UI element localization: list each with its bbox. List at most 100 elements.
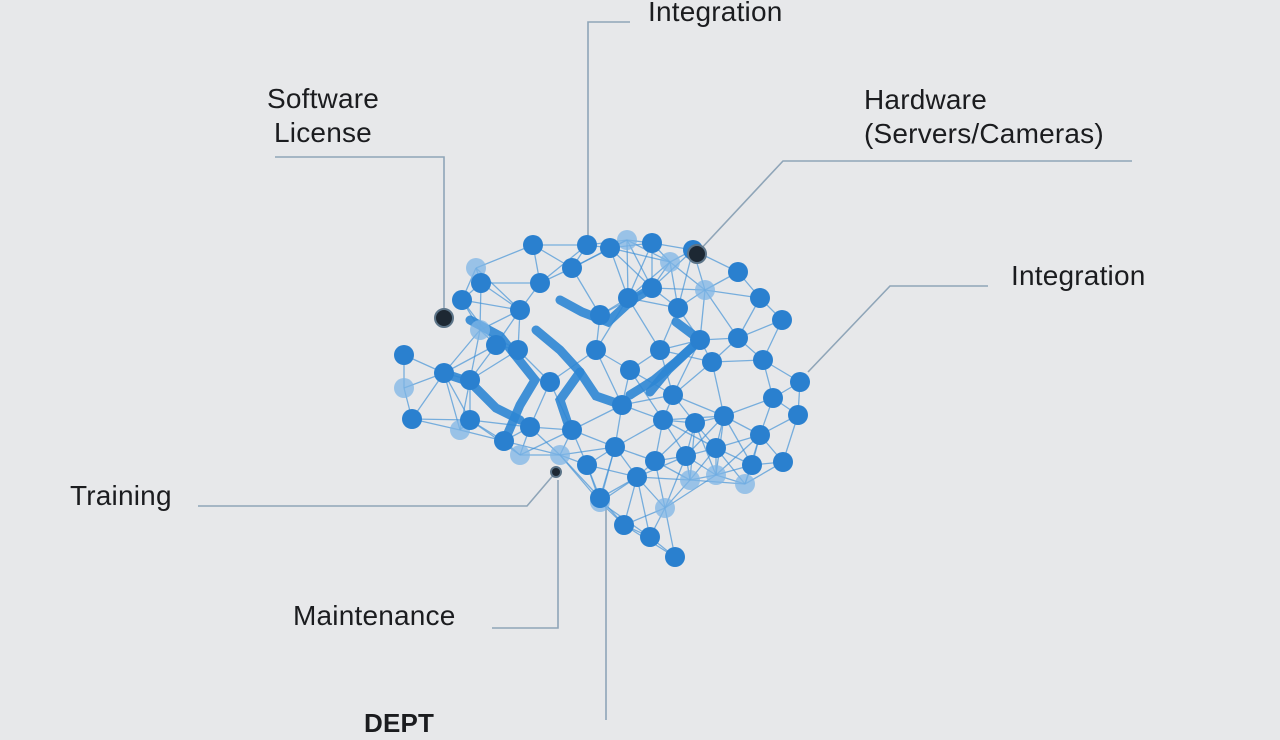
label-maintenance: Maintenance [293, 600, 456, 631]
leader-maintenance [492, 480, 559, 629]
network-node-soft [695, 280, 715, 300]
network-branch [435, 367, 525, 425]
network-node [434, 363, 454, 383]
network-node [663, 385, 683, 405]
network-node [753, 350, 773, 370]
network-node [772, 310, 792, 330]
network-node [486, 335, 506, 355]
network-node-soft [394, 378, 414, 398]
network-node-soft [735, 474, 755, 494]
network-node [562, 258, 582, 278]
network-node-soft [550, 445, 570, 465]
leader-integration-right [807, 285, 988, 373]
network-node [750, 288, 770, 308]
network-node [452, 290, 472, 310]
network-node [586, 340, 606, 360]
network-node [394, 345, 414, 365]
network-node [510, 300, 530, 320]
leader-software-license [275, 156, 445, 316]
network-node-soft [510, 445, 530, 465]
network-node [788, 405, 808, 425]
network-node [612, 395, 632, 415]
network-node [523, 235, 543, 255]
network-node-soft [655, 498, 675, 518]
label-integration-top: Integration [648, 0, 783, 27]
network-node [676, 446, 696, 466]
network-node-soft [680, 470, 700, 490]
pin-software-license [434, 308, 454, 328]
label-hardware: Hardware (Servers/Cameras) [864, 84, 1104, 149]
network-edge [595, 349, 623, 406]
network-edge [609, 247, 671, 263]
leader-training [198, 471, 557, 507]
network-node [600, 238, 620, 258]
network-branch [555, 367, 585, 435]
network-node-soft [470, 320, 490, 340]
network-node [685, 413, 705, 433]
network-node [750, 425, 770, 445]
leader-hardware [697, 160, 1132, 253]
network-node [653, 410, 673, 430]
network-node [562, 420, 582, 440]
network-edge [664, 474, 717, 509]
network-node [402, 409, 422, 429]
pin-hardware [687, 244, 707, 264]
network-node [590, 488, 610, 508]
label-integration-right: Integration [1011, 260, 1146, 291]
leader-lines [198, 21, 1132, 720]
network-node [728, 262, 748, 282]
network-node [605, 437, 625, 457]
network-node [460, 370, 480, 390]
network-edge [469, 419, 531, 428]
network-branch [555, 283, 657, 328]
network-node [471, 273, 491, 293]
network-node [577, 235, 597, 255]
network-node [640, 527, 660, 547]
network-node [620, 360, 640, 380]
network-node [627, 467, 647, 487]
network-edge [636, 476, 651, 538]
network-node [665, 547, 685, 567]
network-node-soft [706, 465, 726, 485]
network-node [728, 328, 748, 348]
network-node [702, 352, 722, 372]
network-node [706, 438, 726, 458]
network-edge [627, 242, 653, 299]
network-node [668, 298, 688, 318]
network-node [508, 340, 528, 360]
network-node [614, 515, 634, 535]
network-node [645, 451, 665, 471]
network-branch [531, 325, 627, 410]
ai-cost-diagram [198, 21, 1132, 720]
network-node [530, 273, 550, 293]
network-node [790, 372, 810, 392]
network-node [642, 233, 662, 253]
network-node [618, 288, 638, 308]
network-node [494, 431, 514, 451]
network-node-soft [660, 252, 680, 272]
network-node [520, 417, 540, 437]
network-node [773, 452, 793, 472]
network-node [690, 330, 710, 350]
network-node [460, 410, 480, 430]
label-training: Training [70, 480, 172, 511]
network-node [650, 340, 670, 360]
network-node-soft [617, 230, 637, 250]
label-bottom-partial: DEPT [364, 708, 435, 738]
network-edge [627, 297, 661, 351]
leader-integration-top [587, 21, 630, 240]
connector-pins [434, 244, 707, 478]
network-node [763, 388, 783, 408]
pin-training [550, 466, 562, 478]
network-branch [465, 315, 541, 445]
label-software-license: Software License [266, 83, 380, 148]
brain-network-icon [394, 230, 810, 567]
network-node [590, 305, 610, 325]
network-node [642, 278, 662, 298]
network-node [540, 372, 560, 392]
network-node [714, 406, 734, 426]
network-edge [475, 244, 534, 269]
network-branch [645, 335, 705, 397]
network-node [577, 455, 597, 475]
network-node [742, 455, 762, 475]
